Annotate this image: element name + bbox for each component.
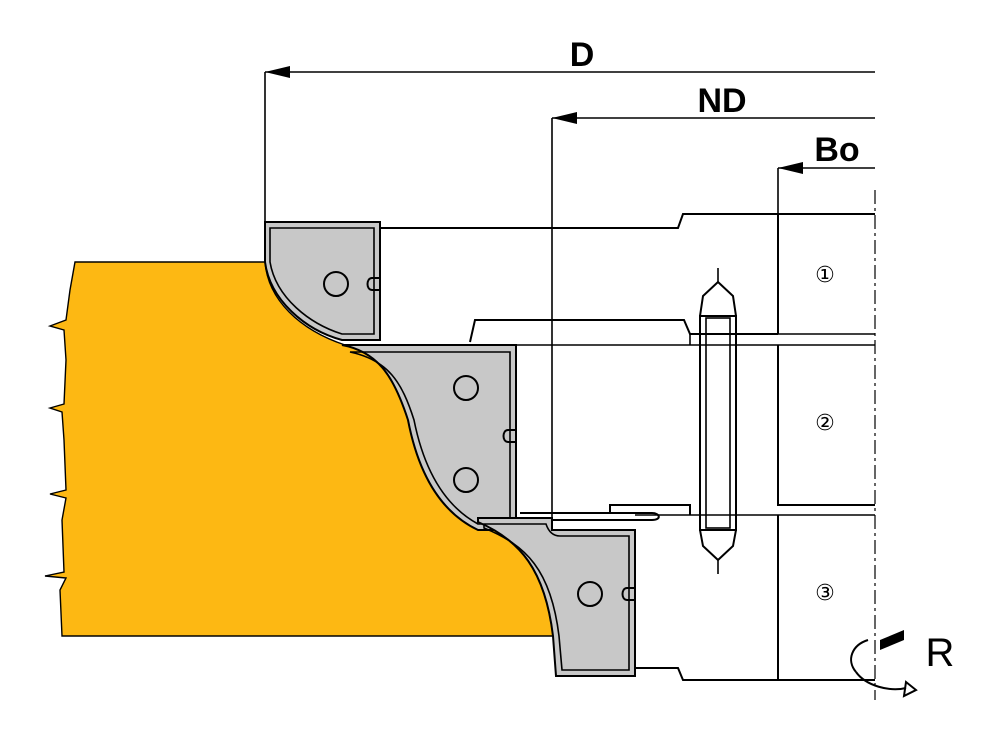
knife-1-screw-hole [323,271,349,297]
rotation-label: R [926,631,955,675]
knife-2-screw-hole-bottom [453,467,479,493]
knife-2-screw-hole-top [453,375,479,401]
locking-pin [699,268,737,574]
dimension-bo: Bo [777,131,875,215]
dimension-d-label: D [570,36,595,74]
dimension-nd-label: ND [697,82,746,120]
knife-1 [264,221,381,341]
cutter-number-3: ③ [815,581,835,606]
cutter-body [380,213,875,681]
cutter-number-1: ① [815,263,835,288]
knife-3 [477,517,636,677]
knife-3-screw-hole [577,581,603,607]
dimension-nd: ND [551,82,875,520]
dimension-bo-label: Bo [814,131,859,169]
knife-2 [341,344,517,531]
dimension-d: D [264,36,875,222]
rotation-arrow-icon [850,630,918,698]
cutter-number-2: ② [815,411,835,436]
